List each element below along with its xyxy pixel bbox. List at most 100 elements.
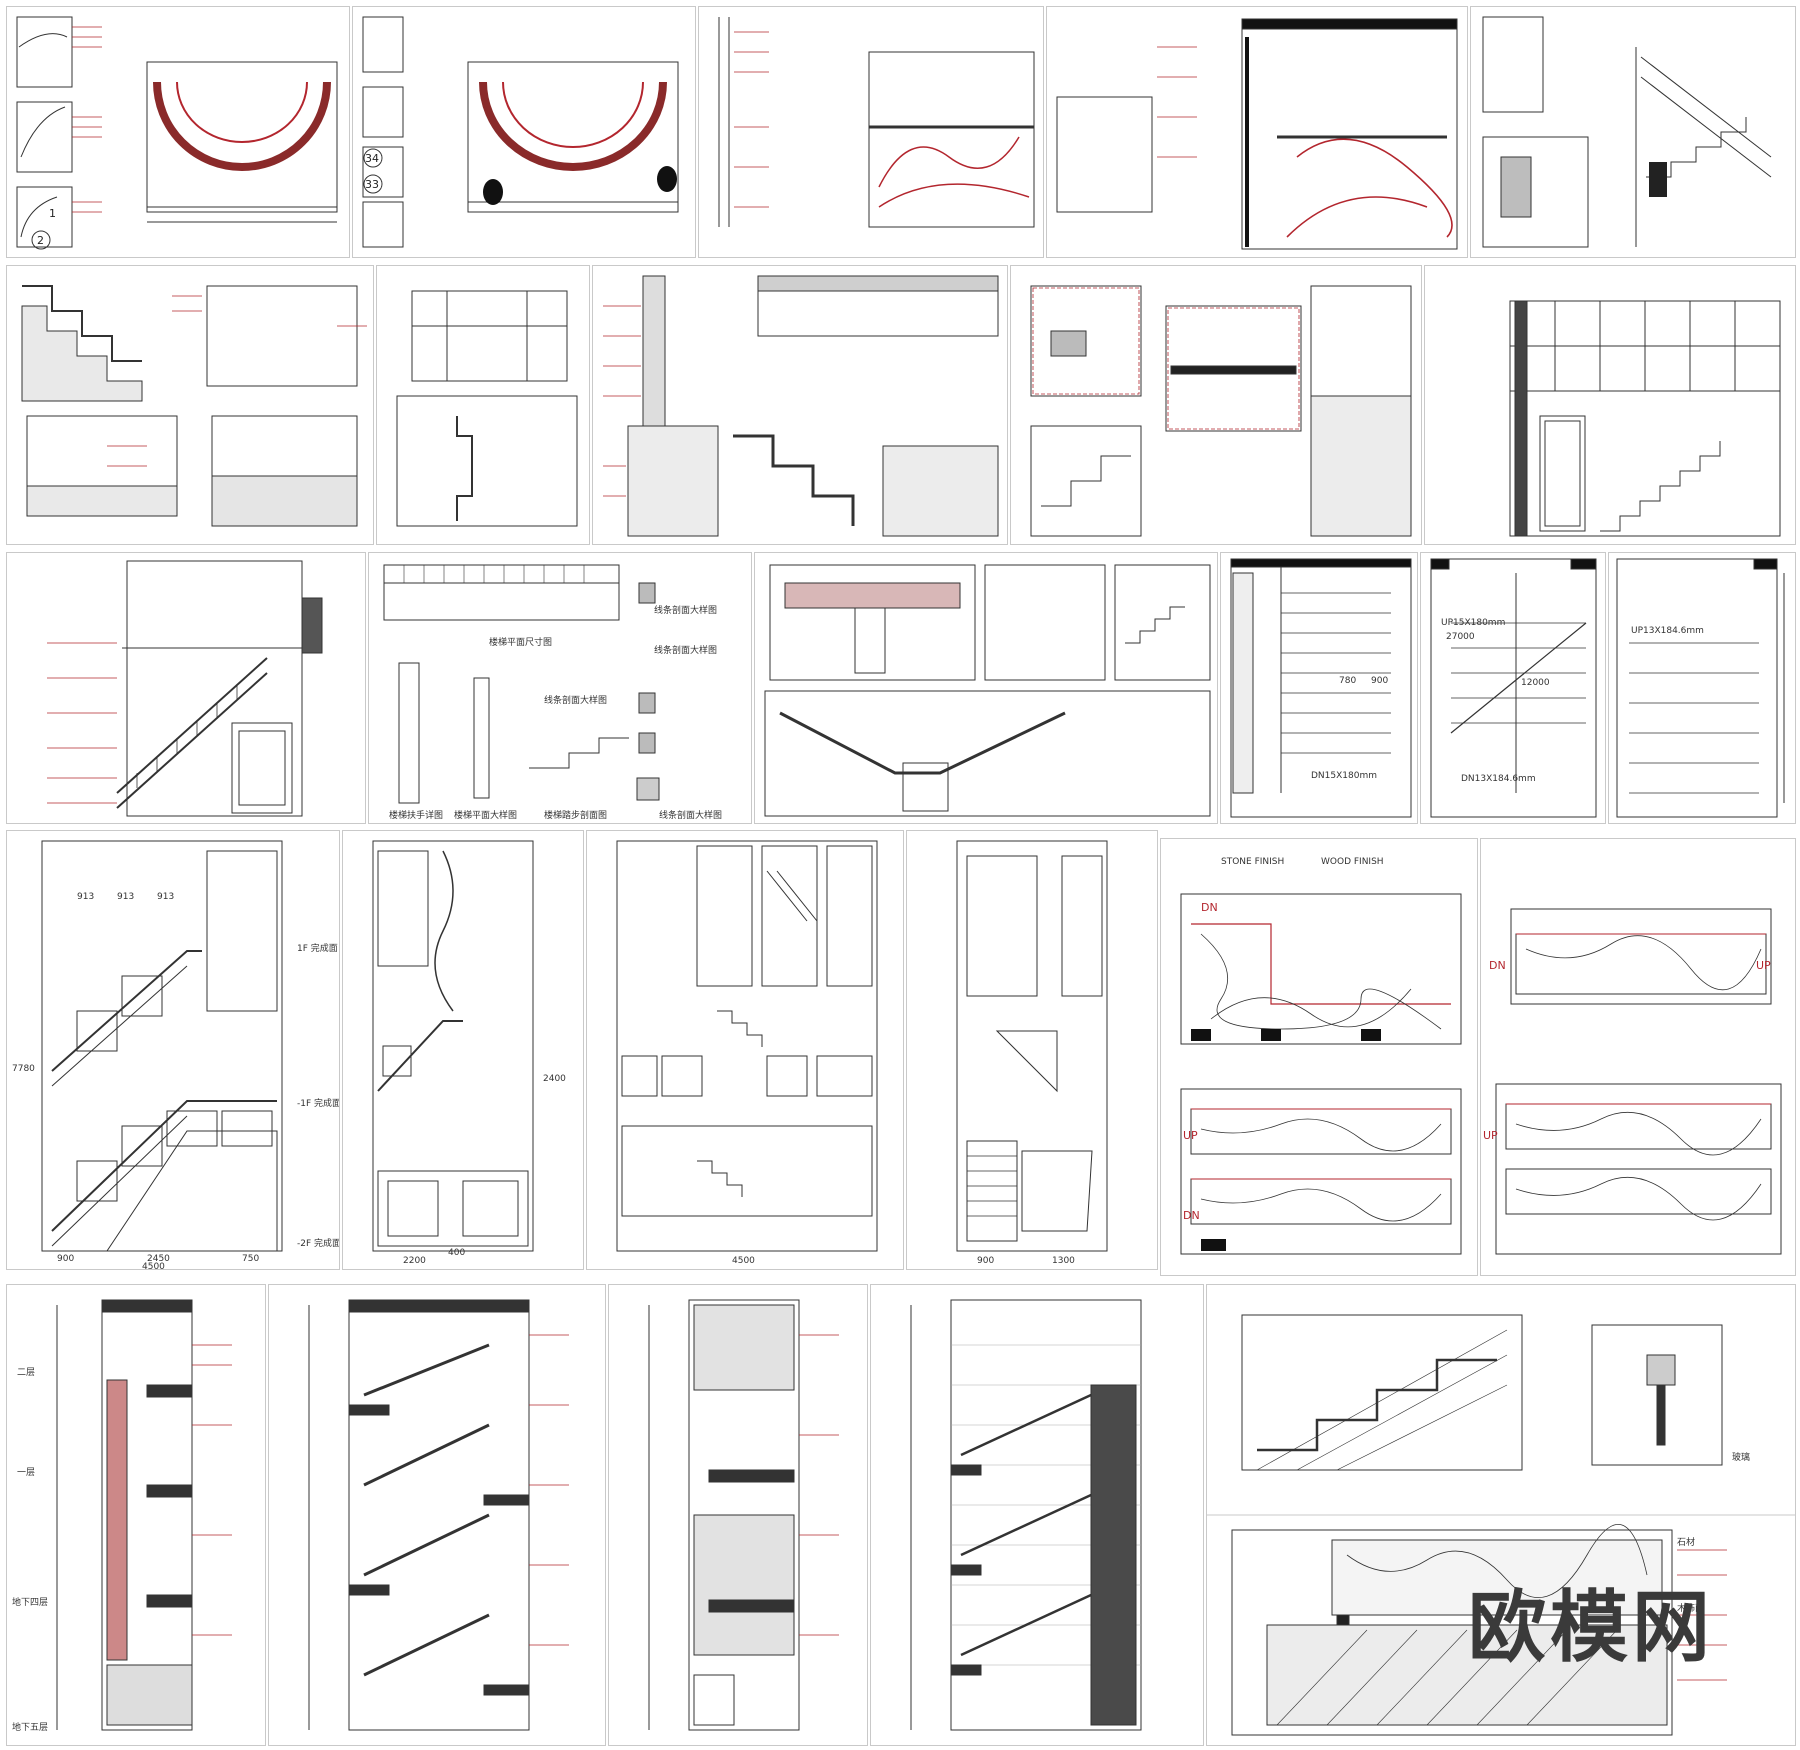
dim-780: 780 bbox=[1339, 676, 1356, 686]
dim-2400-b: 2400 bbox=[543, 1074, 566, 1084]
drawing-section-floors-c bbox=[648, 1299, 839, 1731]
dim-913-a: 913 bbox=[77, 892, 94, 902]
dim-900: 900 bbox=[1371, 676, 1388, 686]
sheet-stair-plan-3: UP13X184.6mm bbox=[1608, 552, 1796, 824]
marker-2: 2 bbox=[37, 234, 44, 247]
marker-up-1: UP bbox=[1183, 1129, 1198, 1142]
drawing-stone-stair-detail: 石材 木饰面 玻璃 bbox=[1207, 1314, 1795, 1736]
sheet-spiral-section-b bbox=[1046, 6, 1468, 258]
label-dn-15: DN15X180mm bbox=[1311, 771, 1377, 781]
material-stone-2: 石材 bbox=[1677, 1536, 1695, 1548]
material-wood-1: WOOD FINISH bbox=[1321, 857, 1384, 867]
sheet-elev-staircase-a: 900 2450 750 4500 913 913 913 7780 1F 完成… bbox=[6, 830, 340, 1270]
sheet-elev-staircase-b: 2200 400 2400 bbox=[342, 830, 584, 1270]
drawing-stair-plan-2: UP15X180mm 27000 12000 DN13X184.6mm bbox=[1430, 558, 1597, 818]
dim-400: 400 bbox=[448, 1248, 465, 1258]
sheet-stair-plan-small bbox=[376, 265, 590, 545]
title-molding-4: 线条剖面大样图 bbox=[659, 809, 722, 821]
label-minus-2f: -2F 完成面 bbox=[297, 1237, 339, 1249]
drawing-marble-tread-plan: DN UP DN STONE FINISH WOOD FINISH bbox=[1180, 857, 1462, 1255]
dim-12000: 12000 bbox=[1521, 678, 1550, 688]
drawing-stair-plan-3: UP13X184.6mm bbox=[1616, 558, 1785, 818]
marker-up-2: UP bbox=[1756, 959, 1771, 972]
drawing-spiral-section-a bbox=[718, 17, 1035, 228]
label-minus-1f: -1F 完成面 bbox=[297, 1097, 339, 1109]
dim-27000: 27000 bbox=[1446, 632, 1475, 642]
sheet-t-stair bbox=[754, 552, 1218, 824]
sheet-section-floors-d bbox=[870, 1284, 1204, 1746]
dim-4500-a: 4500 bbox=[142, 1262, 165, 1269]
drawing-stair-elev-tiles bbox=[1509, 300, 1781, 537]
sheet-tread-sections bbox=[592, 265, 1008, 545]
material-stone-1: STONE FINISH bbox=[1221, 857, 1284, 867]
sheet-elev-staircase-c: 4500 bbox=[586, 830, 904, 1270]
title-handrail: 楼梯扶手详图 bbox=[389, 809, 443, 821]
dim-2450: 2450 bbox=[147, 1254, 170, 1264]
drawing-tread-sections bbox=[603, 275, 999, 537]
marker-dn-2: DN bbox=[1183, 1209, 1200, 1222]
drawing-t-stair bbox=[764, 564, 1211, 817]
title-molding-2: 线条剖面大样图 bbox=[654, 644, 717, 656]
drawing-stair-rail-detail bbox=[1482, 16, 1772, 248]
dim-7780-a: 7780 bbox=[12, 1064, 35, 1074]
sheet-stair-plan-2: UP15X180mm 27000 12000 DN13X184.6mm bbox=[1420, 552, 1606, 824]
material-wood-2: 木饰面 bbox=[1677, 1602, 1704, 1614]
sheet-section-floors-a: 二层 一层 地下四层 地下五层 bbox=[6, 1284, 266, 1746]
marker-1: 1 bbox=[49, 207, 56, 220]
dim-1300: 1300 bbox=[1052, 1256, 1075, 1266]
sheet-stair-elev-tiles bbox=[1424, 265, 1796, 545]
drawing-spiral-plan-b: 34 33 bbox=[362, 16, 679, 248]
label-dn-13: DN13X184.6mm bbox=[1461, 774, 1536, 784]
sheet-step-details bbox=[6, 265, 374, 545]
title-stair-plan-dims: 楼梯平面尺寸图 bbox=[489, 636, 552, 648]
drawing-section-floors-a: 二层 一层 地下四层 地下五层 bbox=[12, 1299, 232, 1733]
dim-750: 750 bbox=[242, 1254, 259, 1264]
drawing-stair-plan-small bbox=[396, 290, 578, 527]
dim-913-c: 913 bbox=[157, 892, 174, 902]
marker-34: 34 bbox=[365, 152, 379, 165]
marker-dn-1: DN bbox=[1201, 901, 1218, 914]
title-molding-3: 线条剖面大样图 bbox=[544, 694, 607, 706]
drawing-spiral-section-b bbox=[1056, 18, 1458, 250]
drawing-spiral-plan-a: 2 1 bbox=[16, 16, 338, 250]
sheet-elev-staircase-d: 900 1300 bbox=[906, 830, 1158, 1270]
marker-up-3: UP bbox=[1483, 1129, 1498, 1142]
sheet-nosing-details bbox=[1010, 265, 1422, 545]
dim-900-a: 900 bbox=[57, 1254, 74, 1264]
sheet-spiral-section-a bbox=[698, 6, 1044, 258]
drawing-section-floors-d bbox=[910, 1299, 1142, 1731]
sheet-spiral-plan-a: 2 1 bbox=[6, 6, 350, 258]
dim-2200-b: 2200 bbox=[403, 1256, 426, 1266]
drawing-stair-plan-1: 780 900 DN15X180mm bbox=[1230, 558, 1412, 818]
sheet-stone-stair-detail: 石材 木饰面 玻璃 bbox=[1206, 1284, 1796, 1746]
floor-label-2: 二层 bbox=[17, 1367, 35, 1378]
material-glass: 玻璃 bbox=[1732, 1451, 1750, 1463]
dim-4500-c: 4500 bbox=[732, 1256, 755, 1266]
dim-913-b: 913 bbox=[117, 892, 134, 902]
title-stair-plan-detail: 楼梯平面大样图 bbox=[454, 809, 517, 821]
sheet-section-floors-c bbox=[608, 1284, 868, 1746]
marker-33: 33 bbox=[365, 178, 379, 191]
sheet-stair-rail-detail bbox=[1470, 6, 1796, 258]
sheet-spiral-plan-b: 34 33 bbox=[352, 6, 696, 258]
label-1f: 1F 完成面 bbox=[297, 942, 338, 954]
label-up-15: UP15X180mm bbox=[1441, 618, 1505, 628]
sheet-stair-plan-1: 780 900 DN15X180mm bbox=[1220, 552, 1418, 824]
title-tread-section: 楼梯踏步剖面图 bbox=[544, 809, 607, 821]
sheet-marble-tread-plan: DN UP DN STONE FINISH WOOD FINISH bbox=[1160, 838, 1478, 1276]
drawing-nosing-details bbox=[1030, 285, 1412, 537]
floor-label-1: 一层 bbox=[17, 1467, 35, 1478]
sheet-stair-railing-elev bbox=[6, 552, 366, 824]
sheet-marble-tread-plan-b: DN UP UP bbox=[1480, 838, 1796, 1276]
drawing-step-details bbox=[21, 285, 367, 527]
drawing-elev-staircase-b: 2200 400 2400 bbox=[372, 840, 566, 1266]
sheet-detail-index: 楼梯平面尺寸图 线条剖面大样图 线条剖面大样图 楼梯扶手详图 楼梯平面大样图 楼… bbox=[368, 552, 752, 824]
floor-label-b5: 地下五层 bbox=[12, 1721, 48, 1733]
floor-label-b4: 地下四层 bbox=[12, 1596, 48, 1608]
sheet-section-floors-b bbox=[268, 1284, 606, 1746]
drawing-section-floors-b bbox=[308, 1299, 569, 1731]
drawing-stair-railing-elev bbox=[47, 560, 323, 817]
drawing-elev-staircase-c: 4500 bbox=[616, 840, 878, 1266]
drawing-marble-tread-plan-b: DN UP UP bbox=[1483, 908, 1782, 1255]
drawing-elev-staircase-a: 900 2450 750 4500 913 913 913 7780 1F 完成… bbox=[12, 840, 339, 1269]
